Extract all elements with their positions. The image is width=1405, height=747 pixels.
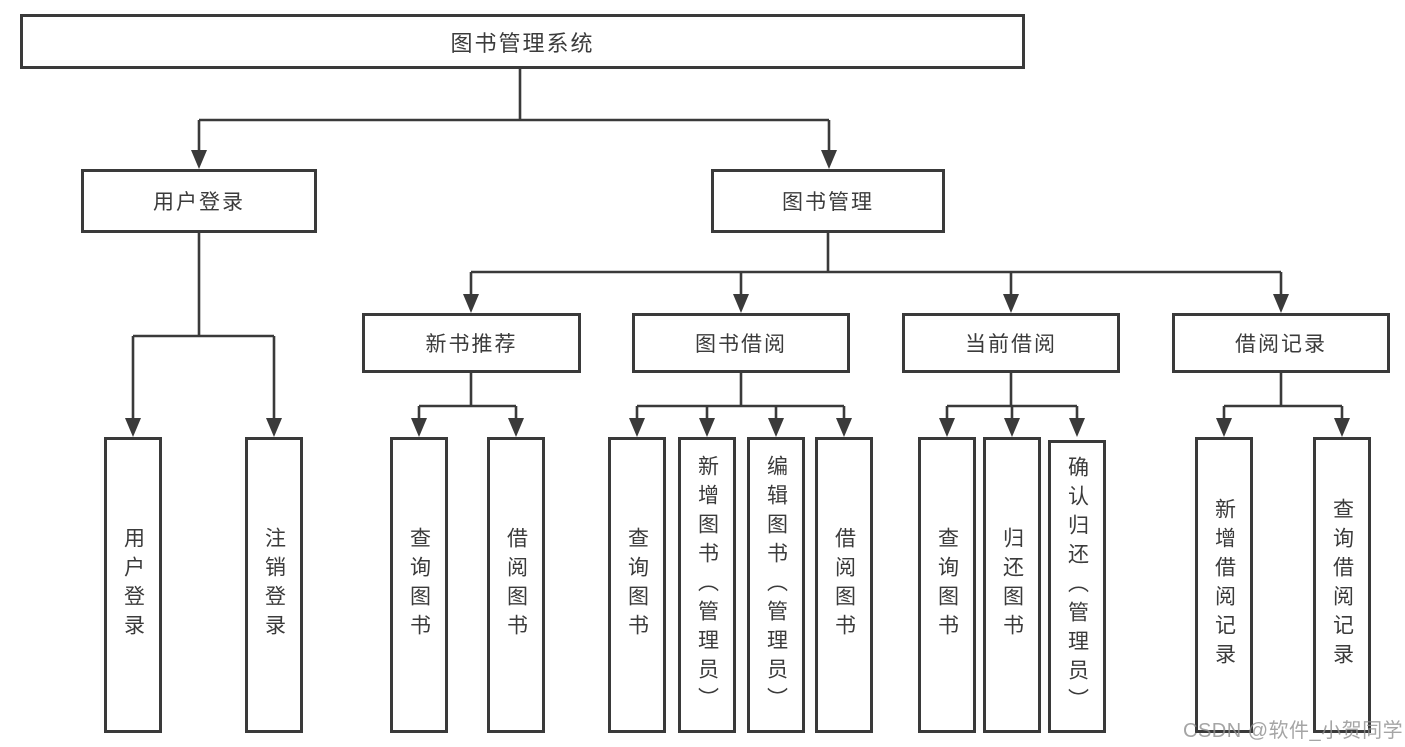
arrowhead-icon xyxy=(266,418,282,437)
edge-newbook-to-leaves xyxy=(417,373,518,419)
node-book-borrow: 图书借阅 xyxy=(632,313,850,373)
leaf-logout: 注销登录 xyxy=(245,437,303,733)
leaf-label: 新增借阅记录 xyxy=(1212,498,1236,672)
arrowhead-icon xyxy=(1004,418,1020,437)
arrowhead-icon xyxy=(1334,418,1350,437)
node-root: 图书管理系统 xyxy=(20,14,1025,69)
edge-records-to-leaves xyxy=(1222,373,1344,419)
node-current-borrow: 当前借阅 xyxy=(902,313,1120,373)
arrowhead-icon xyxy=(939,418,955,437)
leaf-label: 借阅图书 xyxy=(832,527,856,643)
leaf-borrow-books-recommend: 借阅图书 xyxy=(487,437,545,733)
arrowhead-icon xyxy=(1069,418,1085,437)
node-book-management: 图书管理 xyxy=(711,169,945,233)
leaf-label: 编辑图书（管理员） xyxy=(764,454,788,716)
node-new-book-recommend: 新书推荐 xyxy=(362,313,581,373)
leaf-edit-book-admin: 编辑图书（管理员） xyxy=(747,437,805,733)
leaf-label: 查询图书 xyxy=(935,527,959,643)
leaf-label: 查询图书 xyxy=(625,527,649,643)
node-borrow-records: 借阅记录 xyxy=(1172,313,1390,373)
leaf-label: 注销登录 xyxy=(262,527,286,643)
node-user-login: 用户登录 xyxy=(81,169,317,233)
arrowhead-icon xyxy=(836,418,852,437)
leaf-label: 归还图书 xyxy=(1000,527,1024,643)
edge-currentborrow-to-leaves xyxy=(945,373,1079,419)
arrowhead-icon xyxy=(1273,294,1289,313)
arrowhead-icon xyxy=(1003,294,1019,313)
leaf-query-books-recommend: 查询图书 xyxy=(390,437,448,733)
edge-userlogin-to-leaves xyxy=(131,233,276,419)
leaf-query-borrow-record: 查询借阅记录 xyxy=(1313,437,1371,733)
leaf-user-login: 用户登录 xyxy=(104,437,162,733)
edge-bookborrow-to-leaves xyxy=(635,373,846,419)
arrowhead-icon xyxy=(191,150,207,169)
arrowhead-icon xyxy=(821,150,837,169)
arrowhead-icon xyxy=(768,418,784,437)
arrowhead-icons xyxy=(125,150,1350,437)
leaf-label: 查询借阅记录 xyxy=(1330,498,1354,672)
arrowhead-icon xyxy=(699,418,715,437)
arrowhead-icon xyxy=(508,418,524,437)
csdn-watermark: CSDN @软件_小贺同学 xyxy=(1183,720,1404,742)
leaf-add-book-admin: 新增图书（管理员） xyxy=(678,437,736,733)
arrowhead-icon xyxy=(1216,418,1232,437)
leaf-confirm-return-admin: 确认归还（管理员） xyxy=(1048,440,1106,733)
leaf-label: 用户登录 xyxy=(121,527,145,643)
arrowhead-icon xyxy=(463,294,479,313)
leaf-label: 查询图书 xyxy=(407,527,431,643)
leaf-borrow-book: 借阅图书 xyxy=(815,437,873,733)
arrowhead-icon xyxy=(629,418,645,437)
edge-bookmgmt-to-level3 xyxy=(469,233,1283,295)
leaf-label: 借阅图书 xyxy=(504,527,528,643)
leaf-label: 确认归还（管理员） xyxy=(1065,456,1089,717)
leaf-label: 新增图书（管理员） xyxy=(695,454,719,716)
arrowhead-icon xyxy=(411,418,427,437)
leaf-return-books: 归还图书 xyxy=(983,437,1041,733)
arrowhead-icon xyxy=(125,418,141,437)
leaf-add-borrow-record: 新增借阅记录 xyxy=(1195,437,1253,733)
edge-root-to-level2 xyxy=(197,69,831,151)
leaf-query-books-current: 查询图书 xyxy=(918,437,976,733)
leaf-query-books-borrow: 查询图书 xyxy=(608,437,666,733)
arrowhead-icon xyxy=(733,294,749,313)
